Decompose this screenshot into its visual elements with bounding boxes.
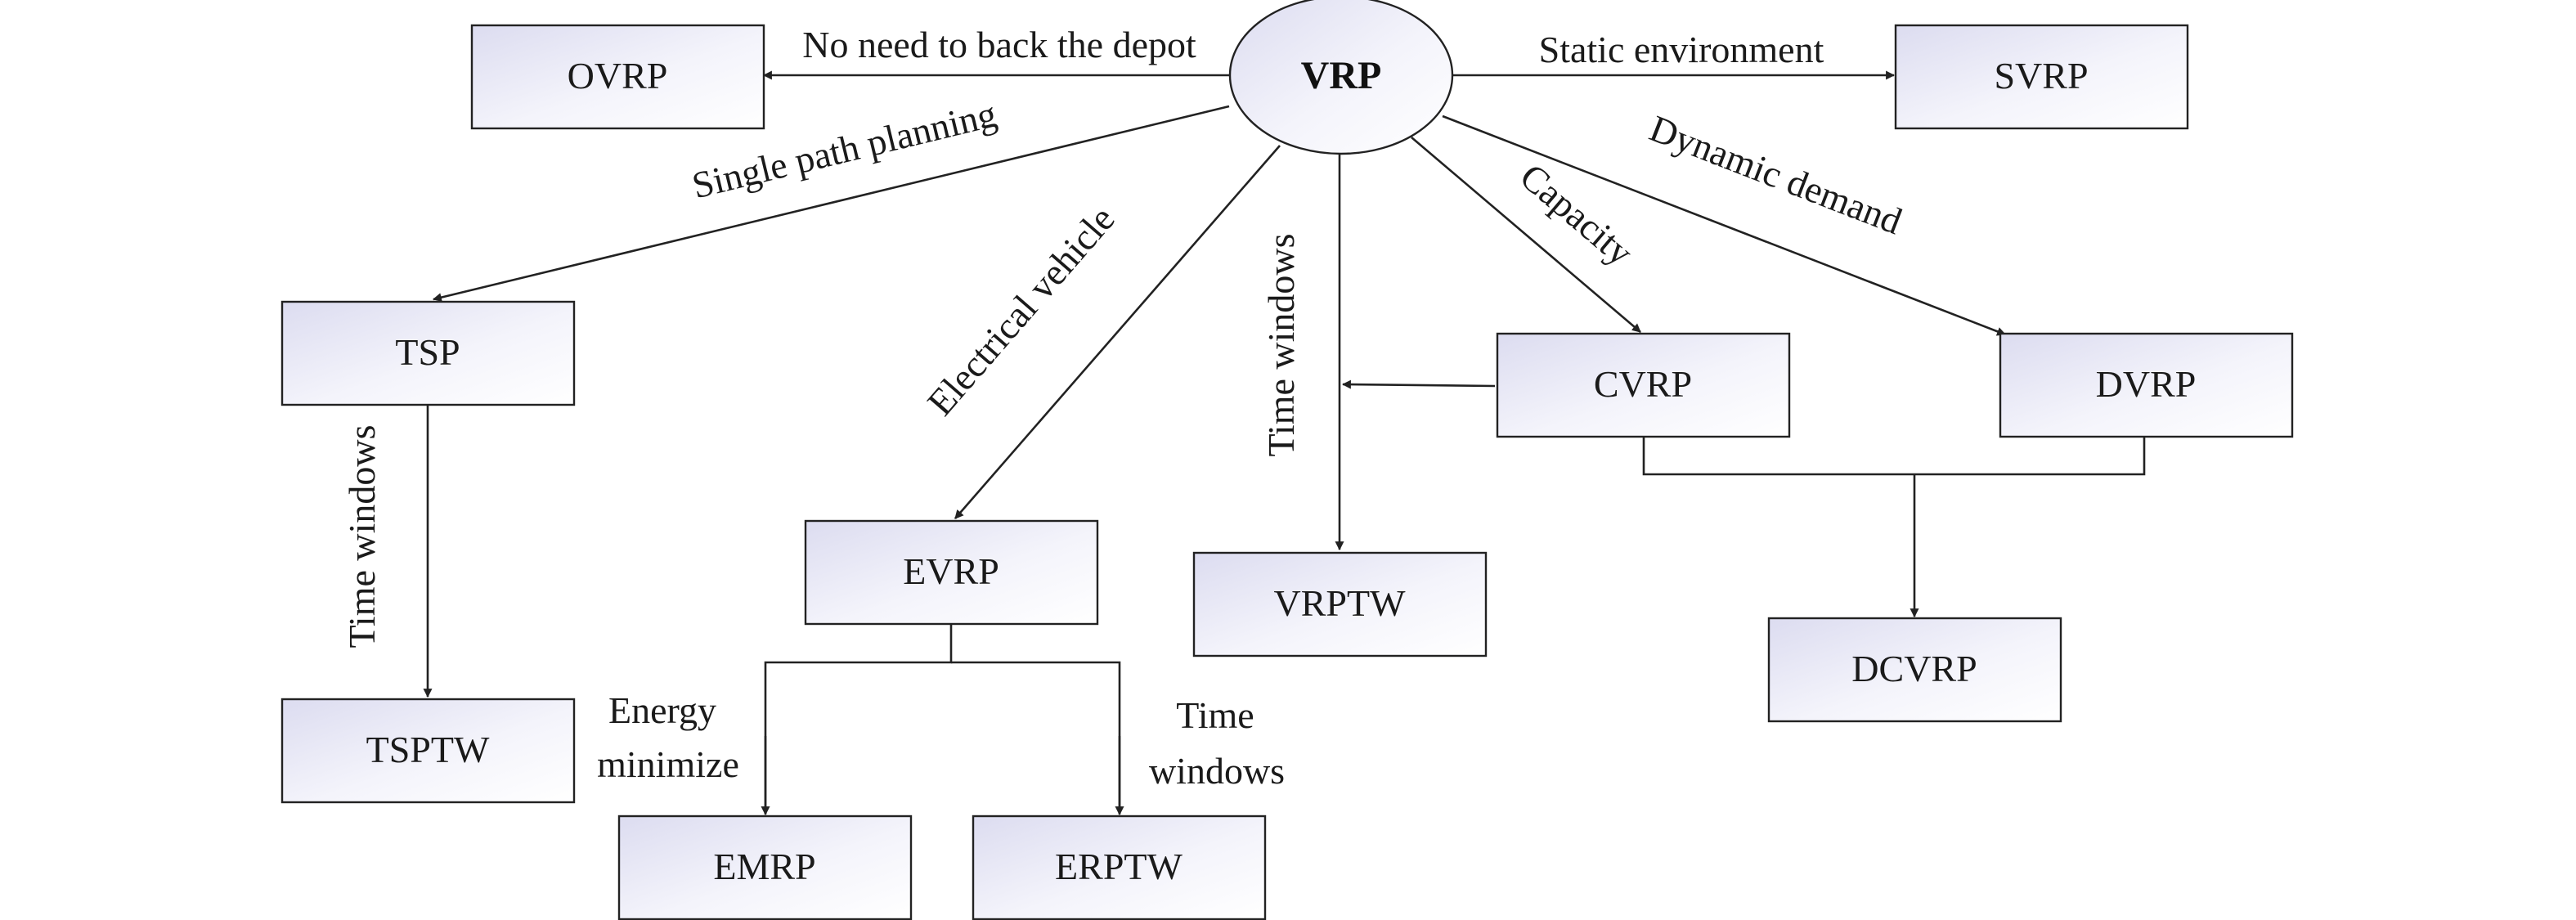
node-tsptw-label: TSPTW [366, 729, 490, 770]
root-ellipse [1228, 0, 1454, 155]
node-cvrp-label: CVRP [1594, 363, 1692, 405]
node-vrptw-box [1192, 551, 1488, 657]
node-ovrp-label: OVRP [568, 55, 668, 96]
edge-cvrp-vrptw [1341, 379, 1496, 389]
root-node[interactable]: VRP [1228, 0, 1454, 155]
label-time-ev-1: Time [1176, 694, 1254, 736]
node-tsptw[interactable]: TSPTW [280, 698, 576, 804]
node-dvrp-label: DVRP [2096, 363, 2197, 405]
node-svrp-box [1894, 24, 2189, 130]
node-evrp-label: EVRP [903, 550, 999, 592]
node-emrp[interactable]: EMRP [617, 815, 913, 920]
label-energy-1: Energy [608, 689, 716, 731]
node-vrptw[interactable]: VRPTW [1192, 551, 1488, 657]
node-erptw-box [972, 815, 1267, 920]
node-vrptw-label: VRPTW [1274, 582, 1407, 624]
edge-evrp-erptw [951, 661, 1121, 814]
edge-vrp-dvrp [1442, 114, 2007, 336]
node-ovrp-box [470, 24, 765, 130]
label-energy-2: minimize [597, 743, 739, 785]
edge-evrp-branch [764, 624, 953, 814]
edges [423, 70, 2146, 816]
node-ovrp[interactable]: OVRP [470, 24, 765, 130]
node-tsptw-box [280, 698, 576, 804]
node-emrp-label: EMRP [713, 846, 815, 887]
node-dcvrp[interactable]: DCVRP [1767, 617, 2062, 723]
node-svrp-label: SVRP [1994, 55, 2088, 96]
node-erptw[interactable]: ERPTW [972, 815, 1267, 920]
node-erptw-label: ERPTW [1055, 846, 1183, 887]
node-evrp-box [804, 519, 1099, 626]
label-no-depot: No need to back the depot [802, 24, 1196, 65]
node-tsp[interactable]: TSP [280, 300, 576, 406]
label-time-windows-tsp: Time windows [341, 424, 383, 648]
label-electrical-vehicle: Electrical vehicle [919, 198, 1123, 423]
node-cvrp-box [1496, 332, 1791, 438]
node-evrp[interactable]: EVRP [804, 519, 1099, 626]
label-capacity: Capacity [1512, 155, 1641, 274]
edge-vrp-cvrp [1411, 137, 1641, 333]
node-cvrp[interactable]: CVRP [1496, 332, 1791, 438]
node-dvrp-box [1999, 332, 2294, 438]
node-tsp-box [280, 300, 576, 406]
label-time-ev-2: windows [1149, 750, 1285, 792]
node-dcvrp-box [1767, 617, 2062, 723]
label-time-windows-vrp: Time windows [1260, 233, 1302, 456]
node-dvrp[interactable]: DVRP [1999, 332, 2294, 438]
edge-vrp-evrp [954, 145, 1281, 519]
label-dynamic-demand: Dynamic demand [1645, 107, 1908, 242]
node-emrp-box [617, 815, 913, 920]
label-static-env: Static environment [1539, 29, 1824, 70]
edge-vrp-tsp [432, 105, 1230, 303]
node-tsp-label: TSP [395, 331, 460, 373]
edge-cvrp-dvrp-merge [1642, 436, 2146, 476]
root-label: VRP [1301, 54, 1382, 97]
node-dcvrp-label: DCVRP [1851, 648, 1977, 689]
node-svrp[interactable]: SVRP [1894, 24, 2189, 130]
